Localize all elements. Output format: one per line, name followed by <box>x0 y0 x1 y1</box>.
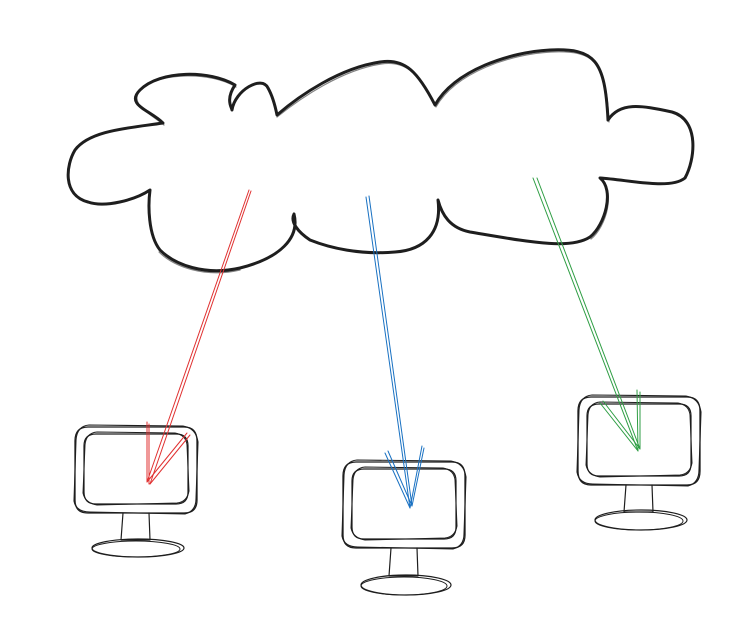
monitor-right-frame <box>577 396 701 486</box>
arrow-right-head <box>599 389 641 452</box>
monitor-right <box>576 394 702 531</box>
arrow-center-head <box>384 445 425 509</box>
monitor-right-neck <box>623 484 654 513</box>
monitor-right-screen-sketch <box>585 401 693 478</box>
monitor-left-screen-sketch <box>82 431 190 506</box>
monitor-center-neck <box>388 547 419 577</box>
monitor-left <box>73 424 199 558</box>
arrow-left-shaft <box>146 189 252 485</box>
monitor-center-frame <box>342 461 466 549</box>
monitor-left-neck <box>120 512 151 541</box>
cloud-outline-sketch <box>136 51 610 274</box>
monitor-center-screen-sketch <box>350 466 458 541</box>
monitor-center-screen <box>351 468 457 540</box>
arrow-right-shaft <box>532 177 641 452</box>
arrow-to-center-monitor <box>365 195 425 509</box>
arrow-left-head <box>146 421 191 485</box>
arrow-to-left-monitor <box>146 189 252 485</box>
monitor-right-base-sketch <box>594 511 684 531</box>
monitor-right-frame-sketch <box>576 394 702 487</box>
monitor-right-screen <box>586 403 692 477</box>
monitor-left-base-sketch <box>91 540 181 558</box>
monitor-center-base-sketch <box>360 576 448 596</box>
arrow-to-right-monitor <box>532 177 641 452</box>
monitor-center <box>341 459 467 596</box>
cloud-shape <box>66 48 695 274</box>
monitor-left-frame-sketch <box>73 424 199 515</box>
monitor-left-screen <box>83 433 189 505</box>
cloud-outline <box>66 48 695 273</box>
monitor-left-frame <box>74 426 198 514</box>
arrow-center-shaft <box>365 195 413 509</box>
monitor-center-frame-sketch <box>341 459 467 550</box>
